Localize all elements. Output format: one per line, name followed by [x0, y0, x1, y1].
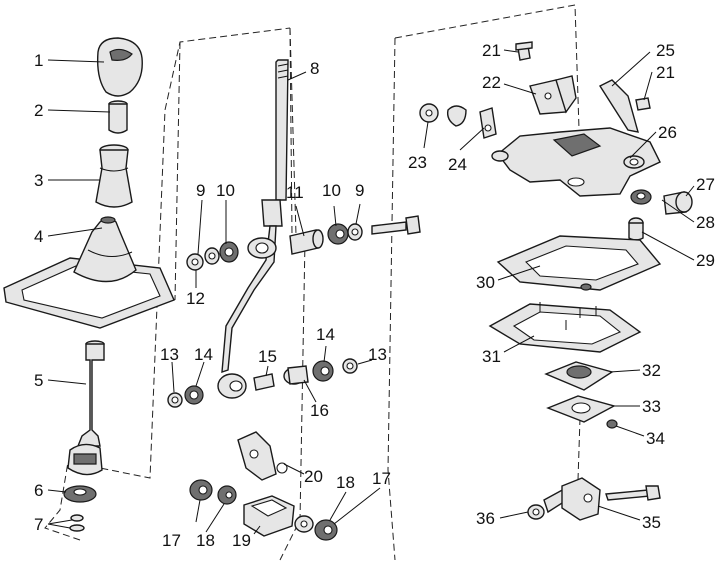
label-part-2: 2: [34, 101, 43, 120]
shift-rod: [217, 59, 289, 399]
boot-retainer: [95, 144, 133, 208]
shift-boot-and-bezel: [3, 216, 175, 329]
label-part-14-right: 14: [316, 325, 335, 344]
label-part-12: 12: [186, 289, 205, 308]
label-part-26: 26: [658, 123, 677, 142]
label-part-11: 11: [286, 183, 304, 202]
label-part-8: 8: [310, 59, 319, 78]
part-labels: 1 2 3 4 5 6 7 8 9 10 11 10 9 12 13 14 15…: [34, 41, 715, 550]
bottom-lever-parts: [527, 477, 661, 521]
label-part-33: 33: [642, 397, 661, 416]
lower-gasket-plate: [488, 302, 642, 353]
label-part-13-right: 13: [368, 345, 387, 364]
label-part-27: 27: [696, 175, 715, 194]
label-part-10-upper-right: 10: [322, 181, 341, 200]
label-part-35: 35: [642, 513, 661, 532]
label-part-30: 30: [476, 273, 495, 292]
label-part-9-upper-left: 9: [196, 181, 205, 200]
leader-lines: [47, 49, 695, 535]
label-part-17-right: 17: [372, 469, 391, 488]
upper-pivot-parts: [186, 215, 421, 271]
label-part-34: 34: [646, 429, 665, 448]
label-part-17-left: 17: [162, 531, 181, 550]
label-part-19: 19: [232, 531, 251, 550]
label-part-20: 20: [304, 467, 323, 486]
label-part-32: 32: [642, 361, 661, 380]
lever-bushing: [63, 485, 97, 503]
label-part-10-upper-left: 10: [216, 181, 235, 200]
label-part-18-right: 18: [336, 473, 355, 492]
label-part-23: 23: [408, 153, 427, 172]
label-part-15: 15: [258, 347, 277, 366]
label-part-13-left: 13: [160, 345, 179, 364]
label-part-29: 29: [696, 251, 715, 270]
label-part-1: 1: [34, 51, 43, 70]
label-part-16: 16: [310, 401, 329, 420]
label-part-24: 24: [448, 155, 467, 174]
label-part-14-left: 14: [194, 345, 213, 364]
label-part-28: 28: [696, 213, 715, 232]
upper-gasket-plate: [496, 235, 662, 291]
label-part-25: 25: [656, 41, 675, 60]
label-part-9-upper-right: 9: [355, 181, 364, 200]
label-part-18-left: 18: [196, 531, 215, 550]
lower-pivot-parts: [167, 358, 358, 408]
side-fasteners: [628, 189, 693, 241]
label-part-36: 36: [476, 509, 495, 528]
shift-knob: [96, 37, 143, 97]
label-part-3: 3: [34, 171, 43, 190]
bottom-bracket-parts: [189, 431, 338, 541]
knob-adapter: [108, 100, 128, 134]
label-part-31: 31: [482, 347, 501, 366]
lever-rings: [69, 514, 85, 532]
group-outline-left: [44, 27, 297, 541]
label-part-4: 4: [34, 227, 43, 246]
label-part-7: 7: [34, 515, 43, 534]
shift-housing: [491, 127, 661, 197]
label-part-6: 6: [34, 481, 43, 500]
group-outline-right: [387, 4, 581, 561]
label-part-5: 5: [34, 371, 43, 390]
seal-and-plate: [544, 361, 618, 429]
upper-housing-parts: [419, 41, 651, 139]
label-part-21-left: 21: [482, 41, 501, 60]
shift-lever: [67, 340, 105, 476]
label-part-21-right: 21: [656, 63, 675, 82]
label-part-22: 22: [482, 73, 501, 92]
